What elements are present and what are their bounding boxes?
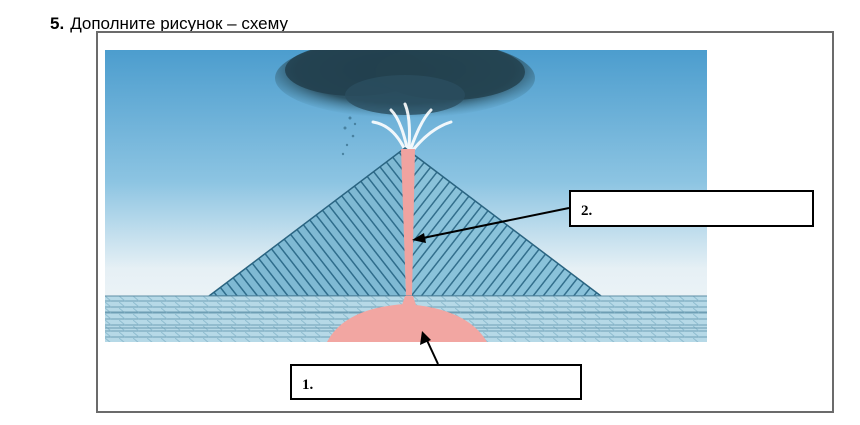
- task-heading: 5. Дополните рисунок – схему: [50, 14, 288, 34]
- task-text: Дополните рисунок – схему: [70, 14, 288, 33]
- answer-box-1[interactable]: 1.: [290, 364, 582, 400]
- answer-box-2[interactable]: 2.: [569, 190, 814, 227]
- answer-box-1-label: 1.: [302, 377, 314, 393]
- answer-box-2-label: 2.: [581, 203, 593, 219]
- task-number: 5.: [50, 14, 65, 33]
